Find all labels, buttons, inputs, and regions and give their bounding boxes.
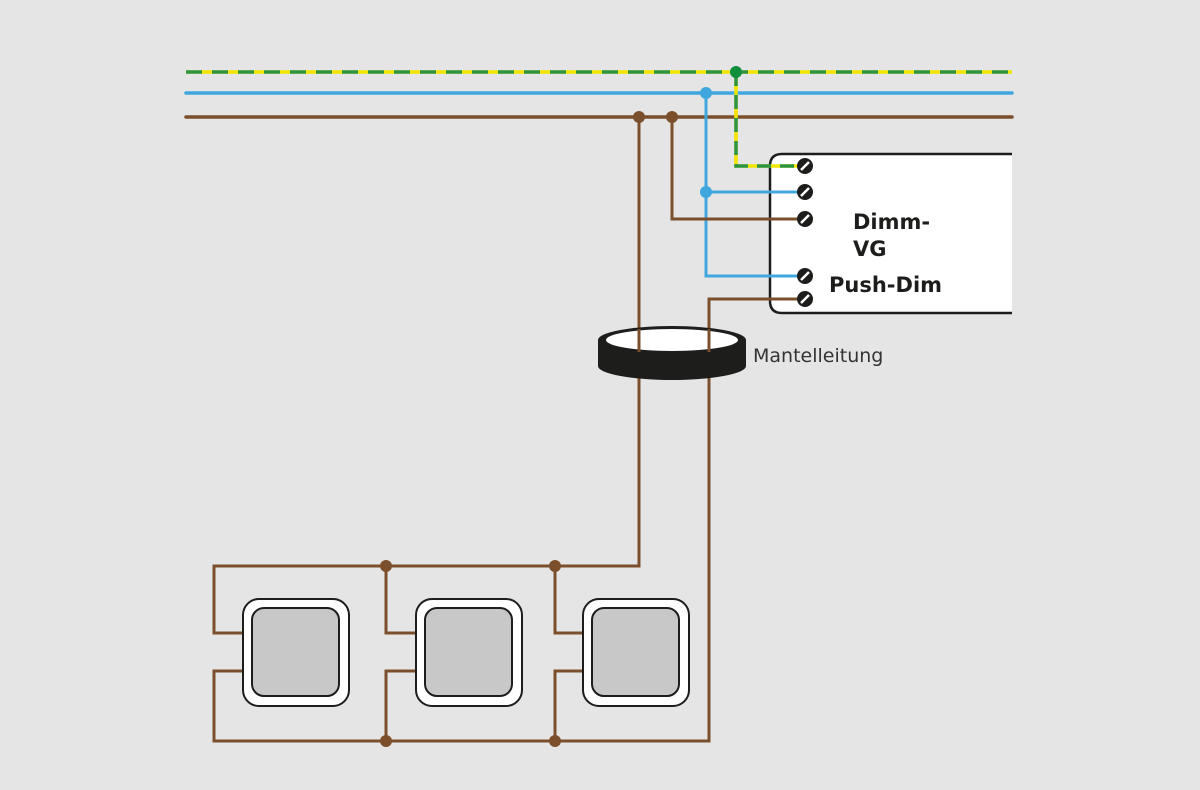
dimmer-device: Dimm- VG Push-Dim (768, 152, 1012, 315)
junction-dot (700, 87, 712, 99)
sheathed-cable: Mantelleitung (598, 326, 883, 380)
junction-dot (666, 111, 678, 123)
push-dim-label: Push-Dim (829, 273, 942, 297)
terminal-screw-icon (797, 184, 813, 200)
junction-dot (380, 735, 392, 747)
terminal-screw-icon (797, 211, 813, 227)
push-buttons (242, 598, 690, 707)
terminal-screw-icon (797, 158, 813, 174)
junction-dot (730, 66, 742, 78)
junction-dot (549, 560, 561, 572)
return-branch-3 (553, 669, 583, 741)
dimmer-device-box (768, 152, 1012, 315)
device-title-line1: Dimm- (853, 210, 930, 234)
supply-rails (184, 70, 1014, 119)
device-terminals (797, 158, 813, 307)
phase-branch-2 (384, 566, 416, 635)
device-title-line2: VG (853, 237, 887, 261)
terminal-screw-icon (797, 291, 813, 307)
push-button-icon (415, 598, 523, 707)
push-button-icon (242, 598, 350, 707)
push-dim-return-wire (212, 297, 805, 743)
return-branch-2 (384, 669, 416, 741)
junctions (380, 66, 742, 747)
phase-drop-to-device (670, 117, 805, 221)
junction-dot (380, 560, 392, 572)
cable-ring-opening (606, 329, 738, 351)
phase-branch-3 (553, 566, 583, 635)
earth-drop (734, 72, 805, 168)
push-button-icon (582, 598, 690, 707)
junction-dot (549, 735, 561, 747)
neutral-drops (704, 93, 805, 278)
cable-label: Mantelleitung (753, 345, 883, 367)
terminal-screw-icon (797, 268, 813, 284)
phase-to-buttons-wire (212, 117, 641, 635)
junction-dot (633, 111, 645, 123)
junction-dot (700, 186, 712, 198)
